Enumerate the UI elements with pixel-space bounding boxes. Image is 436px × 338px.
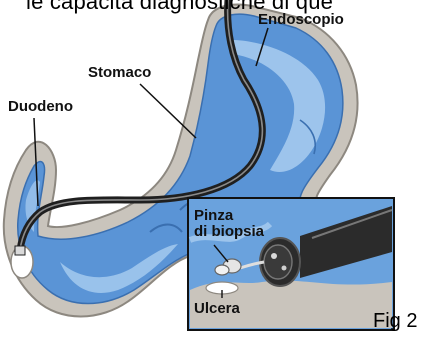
figure-caption: Fig 2: [373, 310, 417, 333]
label-pinza: Pinza: [194, 208, 264, 224]
label-endoscopio: Endoscopio: [258, 11, 344, 28]
label-ulcera: Ulcera: [194, 300, 240, 317]
label-stomaco: Stomaco: [88, 64, 151, 81]
label-di-biopsia: di biopsia: [194, 224, 264, 240]
label-pinza-di-biopsia: Pinza di biopsia: [194, 208, 264, 240]
endoscope-tip: [15, 246, 25, 255]
label-duodeno: Duodeno: [8, 98, 73, 115]
